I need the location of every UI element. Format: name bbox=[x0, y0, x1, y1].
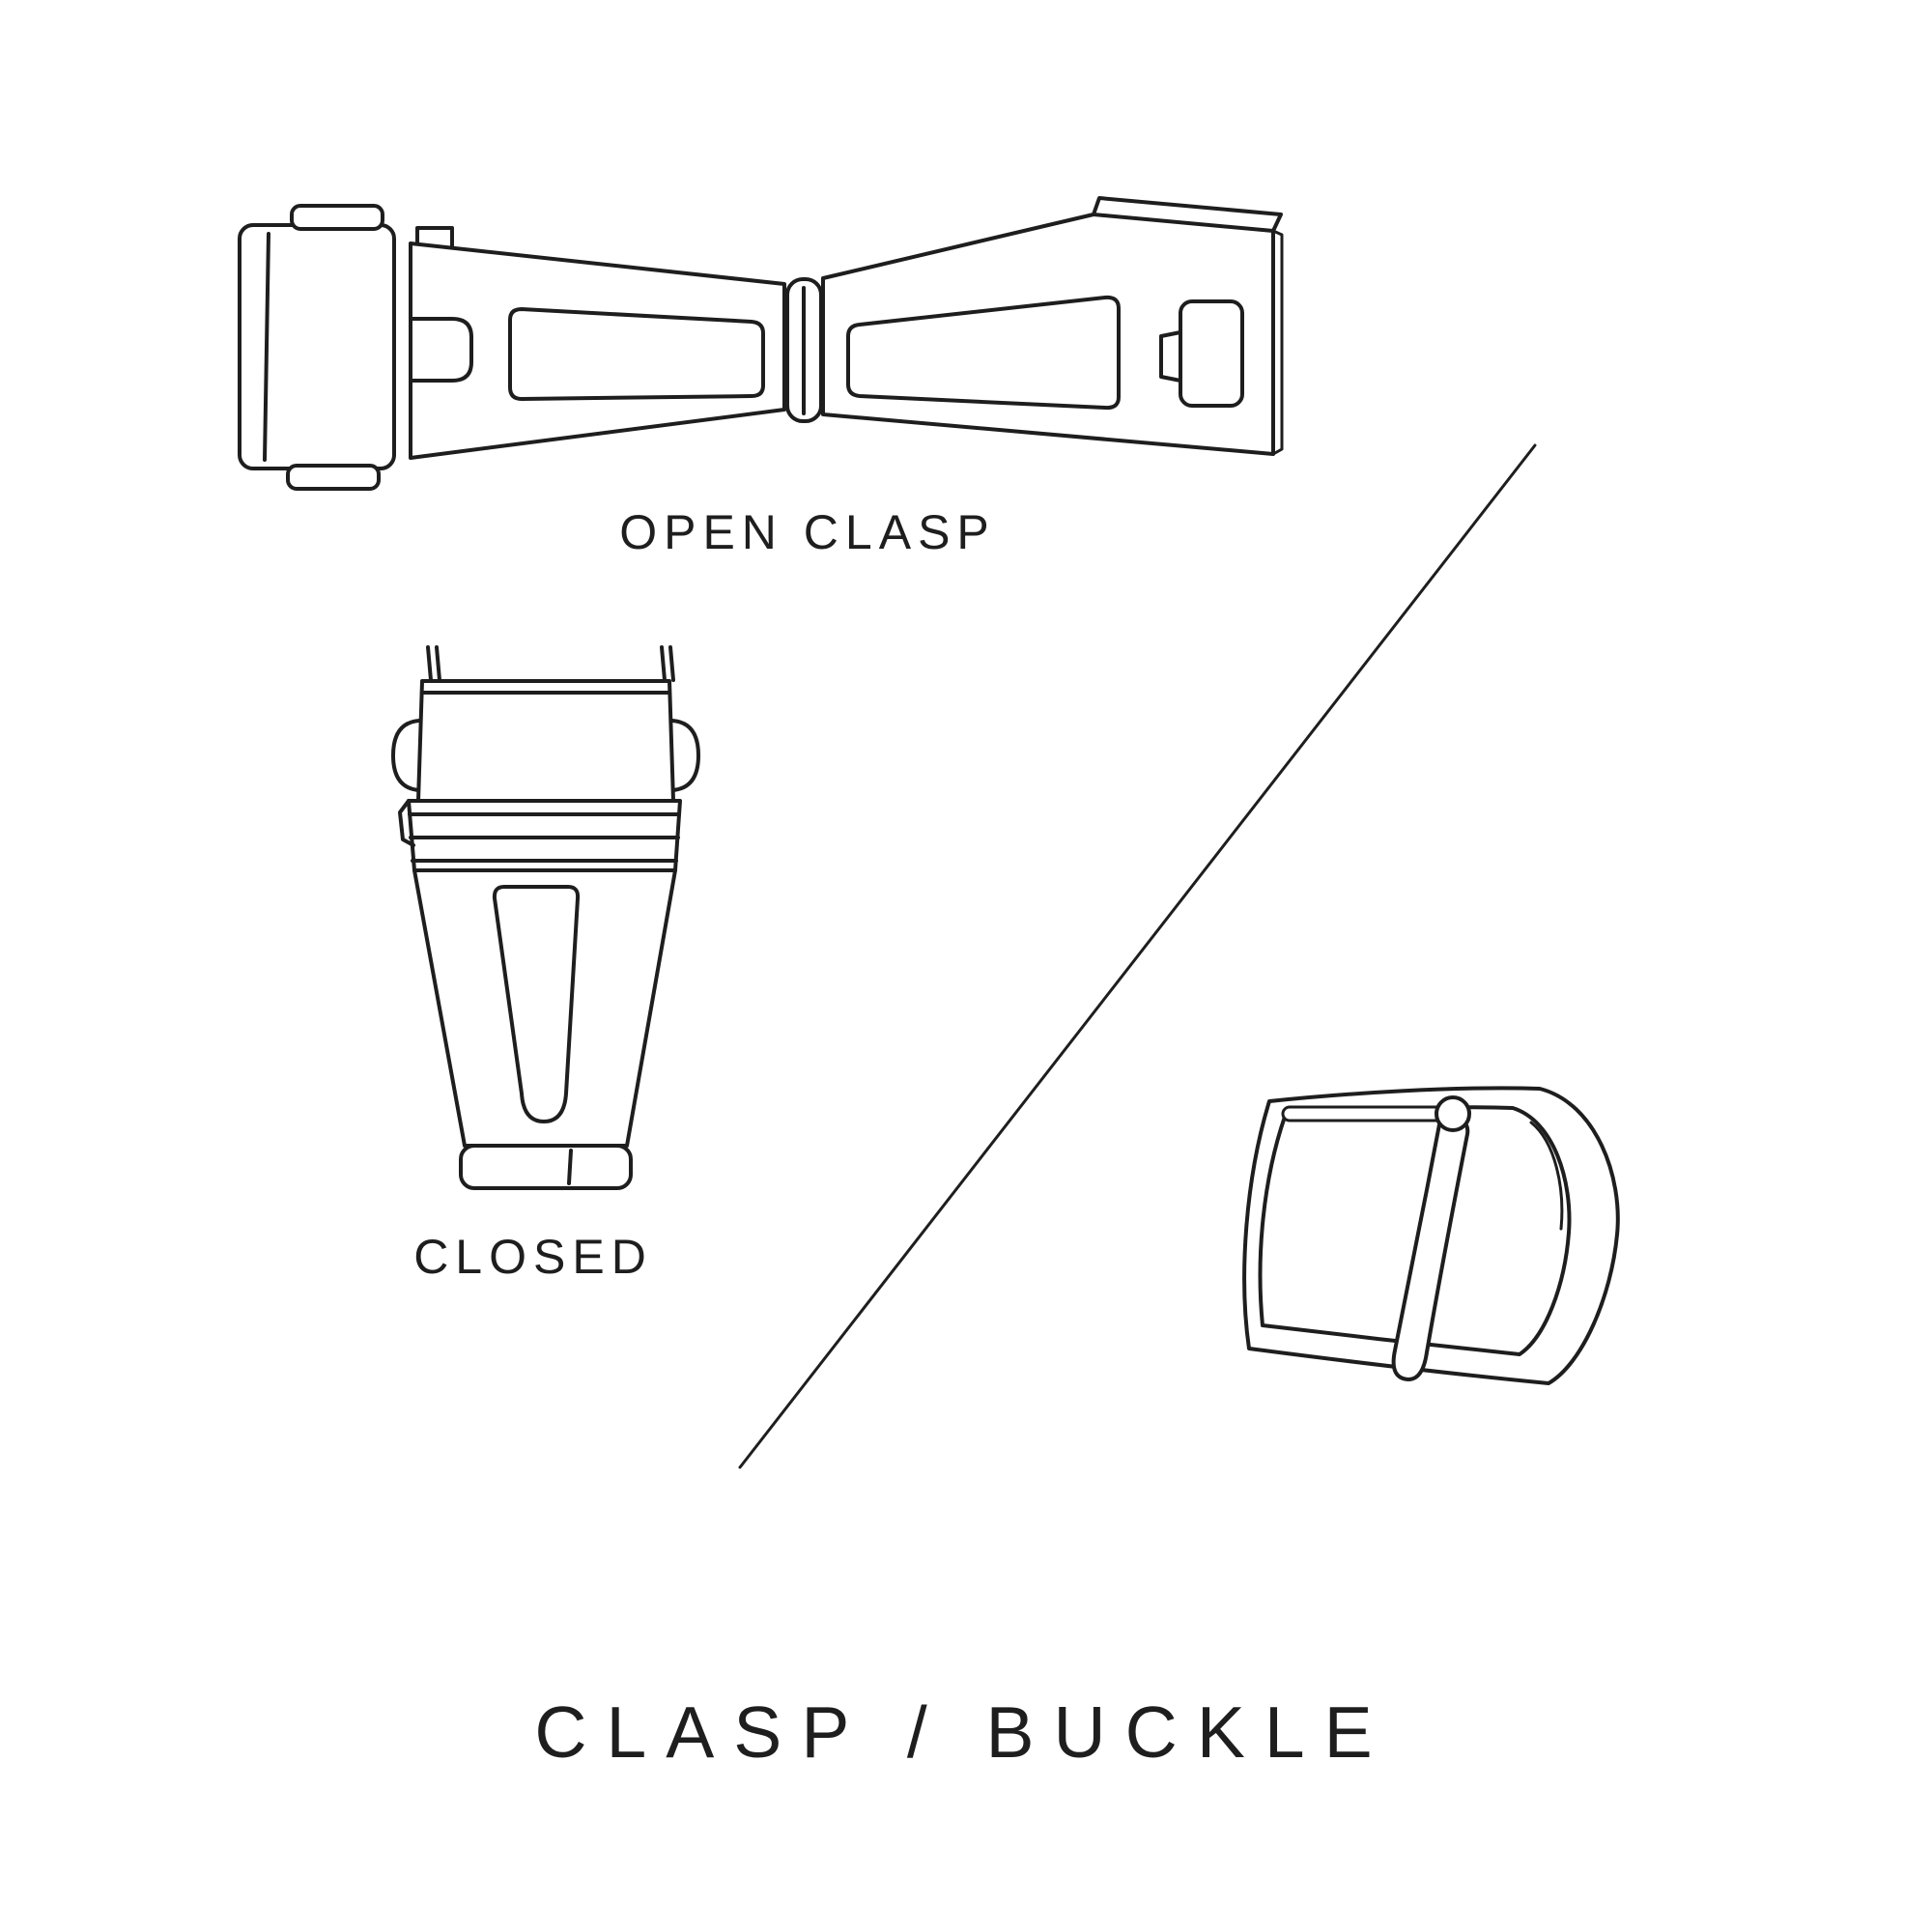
end-link-bottom-tab bbox=[286, 464, 381, 491]
buckle-tang-loop bbox=[1435, 1095, 1471, 1132]
end-link-inner-edge bbox=[263, 232, 270, 462]
closed-clasp-right-ear bbox=[670, 719, 700, 792]
open-clasp-illustration bbox=[238, 196, 1284, 491]
open-clasp-end-link bbox=[238, 223, 396, 470]
left-arm-cutout bbox=[410, 317, 473, 383]
foot-tick bbox=[567, 1149, 573, 1185]
page-title: CLASP / BUCKLE bbox=[534, 1691, 1392, 1773]
right-arm-cutout-notch bbox=[1159, 330, 1182, 383]
closed-clasp-left-prong bbox=[426, 645, 441, 682]
closed-clasp-body bbox=[412, 868, 677, 1148]
right-arm-cutout bbox=[1179, 299, 1244, 408]
open-clasp-left-arm bbox=[409, 242, 786, 460]
end-link-top-tab bbox=[290, 204, 384, 231]
buckle-frame-highlight bbox=[1529, 1121, 1564, 1231]
closed-clasp-top-block bbox=[416, 679, 675, 803]
closed-clasp-foot bbox=[459, 1144, 633, 1190]
diagonal-divider-line bbox=[738, 443, 1537, 1469]
open-clasp-right-arm bbox=[821, 213, 1275, 456]
closed-label: CLOSED bbox=[413, 1230, 653, 1284]
right-arm-top-step bbox=[1092, 196, 1283, 233]
tang-buckle-illustration bbox=[1242, 1086, 1620, 1385]
closed-clasp-left-ear bbox=[391, 719, 421, 792]
band-lines bbox=[408, 812, 681, 863]
right-arm-edge-thickness bbox=[1271, 229, 1284, 456]
closed-clasp-illustration bbox=[391, 645, 700, 1190]
body-inner-panel bbox=[492, 885, 581, 1123]
buckle-spring-bar bbox=[1281, 1105, 1447, 1122]
left-arm-inner-panel bbox=[508, 307, 765, 401]
left-arm-top-tab bbox=[415, 226, 454, 249]
band-left-facet bbox=[398, 799, 415, 847]
closed-clasp-right-prong bbox=[660, 645, 675, 682]
buckle-frame-inner bbox=[1258, 1105, 1572, 1356]
right-arm-inner-panel bbox=[846, 295, 1121, 411]
open-clasp-label: OPEN CLASP bbox=[619, 505, 996, 559]
